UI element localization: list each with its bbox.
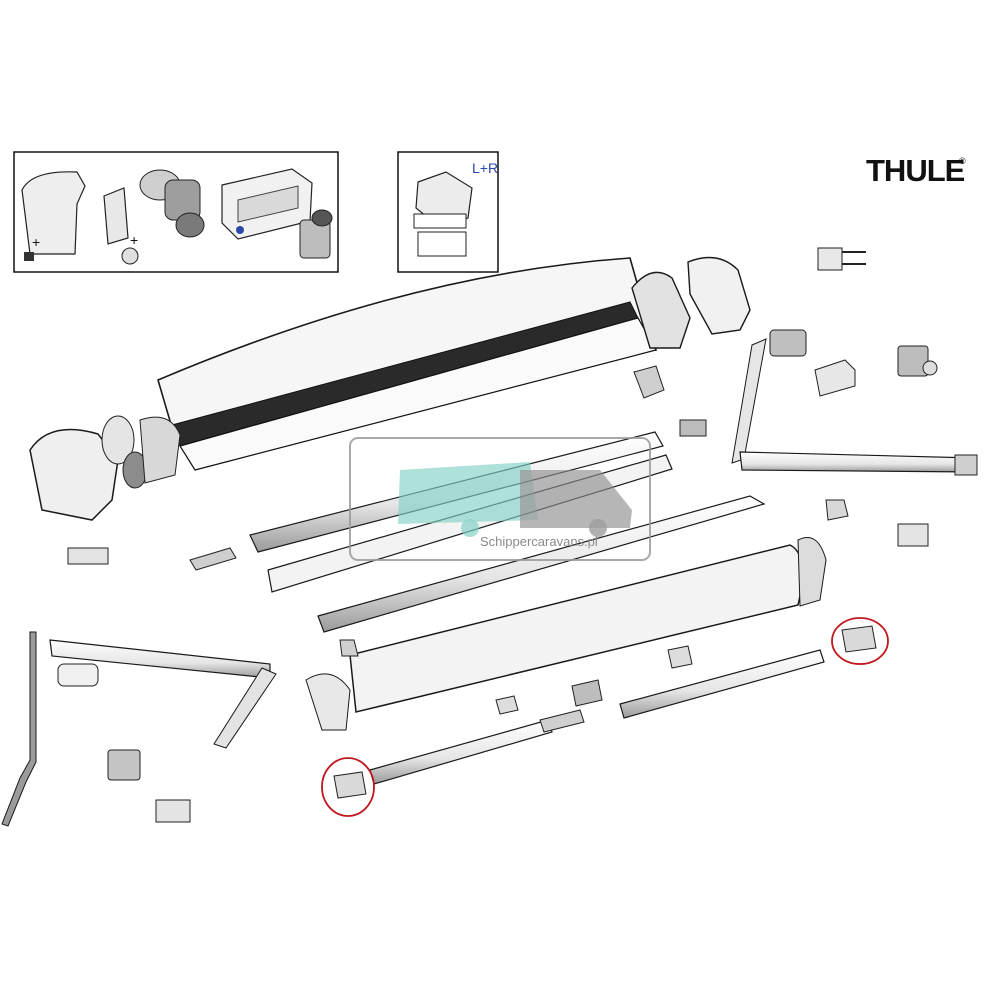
bracket-part-icon (103, 187, 129, 245)
end-bracket-part-icon (415, 171, 473, 227)
end-cap-part-icon (21, 171, 86, 255)
registered-mark: ® (959, 156, 966, 166)
watermark-logo (349, 437, 651, 561)
brand-name: THULE (866, 153, 965, 188)
highlighted-bracket-left-icon (333, 771, 367, 799)
gear-motor-part-icon (139, 169, 205, 238)
highlight-circle-right (831, 617, 889, 665)
left-end-assembly (29, 415, 181, 521)
spacer-bottom-part-icon (417, 231, 467, 257)
svg-text:+: + (130, 232, 138, 248)
inset-label-lr: L+R (472, 160, 499, 176)
watermark-text: Schippercaravans.pl (480, 534, 598, 549)
highlighted-bracket-right-icon (841, 625, 877, 653)
thule-logo: THULE® (866, 154, 966, 188)
right-end-assembly (631, 256, 751, 399)
right-small-parts (814, 247, 938, 547)
inset-box-right (397, 151, 499, 273)
screw-part-icon (24, 252, 34, 261)
highlighted-parts (321, 617, 889, 817)
spacer-top-part-icon (413, 213, 467, 229)
bushing-part-icon (121, 247, 139, 265)
top-casing (157, 257, 658, 471)
inset-box-left: + + (13, 151, 339, 273)
left-end-cap-part-icon (29, 428, 119, 521)
lower-arms (339, 639, 825, 785)
crank-handle-part-icon (299, 209, 333, 259)
front-bar (305, 537, 827, 731)
left-folding-arm (1, 631, 277, 827)
svg-text:+: + (32, 234, 40, 250)
highlight-circle-left (321, 757, 375, 817)
right-folding-arm (731, 329, 978, 476)
